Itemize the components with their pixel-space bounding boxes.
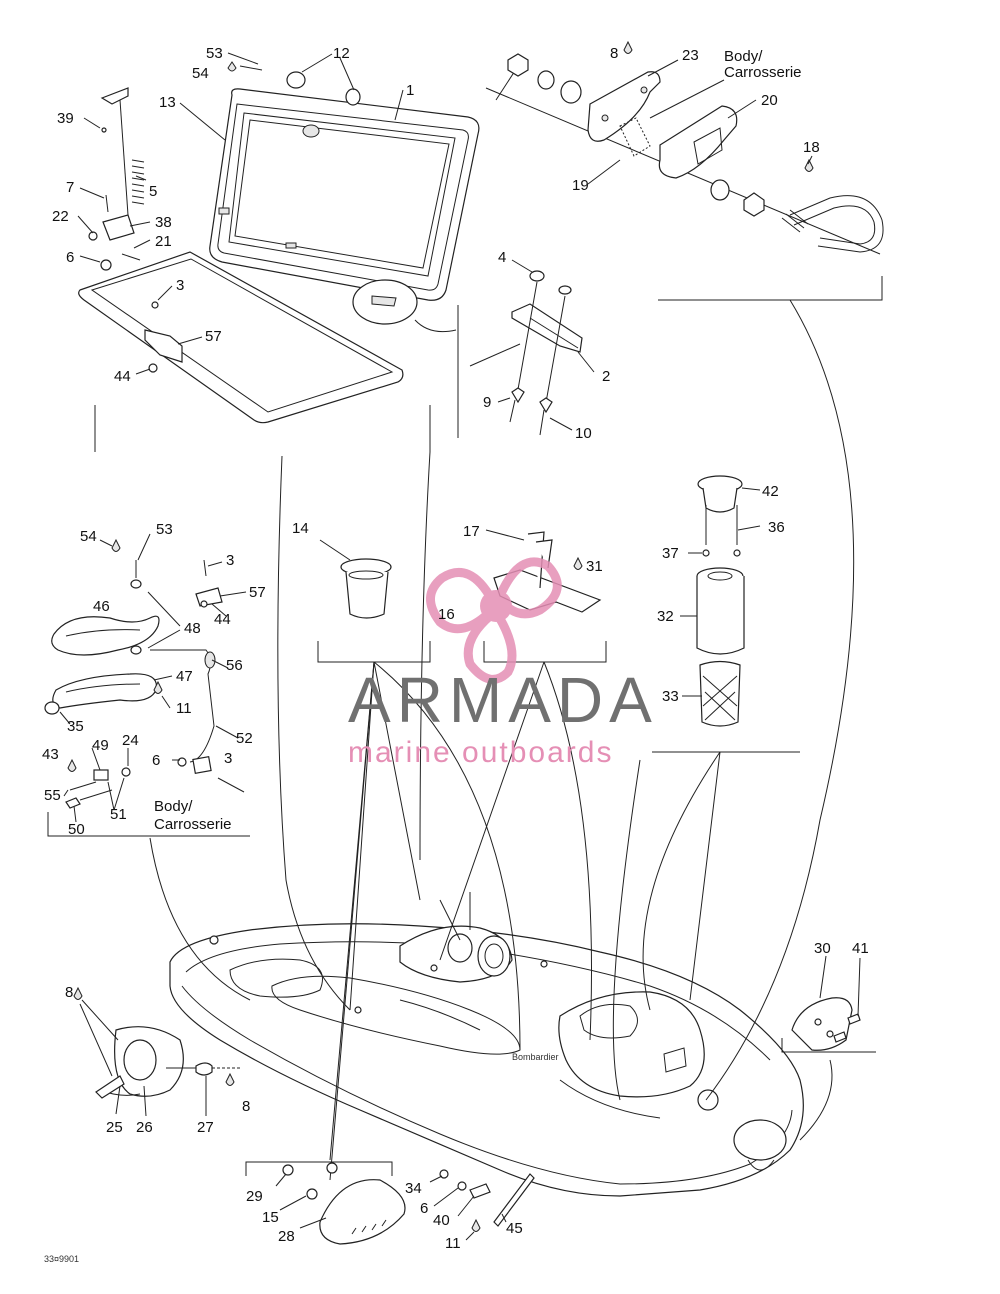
callout-20: 20 (761, 92, 778, 109)
callout-54-top: 54 (192, 65, 209, 82)
callout-6-left: 6 (152, 752, 160, 769)
bumper-assembly (781, 955, 876, 1141)
callout-25: 25 (106, 1119, 123, 1136)
callout-8-top: 8 (610, 45, 618, 62)
callout-57-left: 57 (249, 584, 266, 601)
bracket-assembly (469, 270, 583, 436)
callout-4: 4 (498, 249, 506, 266)
callout-26: 26 (136, 1119, 153, 1136)
callout-7: 7 (66, 179, 74, 196)
callout-10: 10 (575, 425, 592, 442)
callout-35: 35 (67, 718, 84, 735)
callout-13: 13 (159, 94, 176, 111)
callout-42: 42 (762, 483, 779, 500)
callout-55: 55 (44, 787, 61, 804)
callout-27: 27 (197, 1119, 214, 1136)
callout-11-left: 11 (176, 700, 192, 717)
oil-drop-icon (623, 40, 633, 54)
callout-53-left: 53 (156, 521, 173, 538)
callout-2: 2 (602, 368, 610, 385)
callout-22: 22 (52, 208, 69, 225)
callout-38: 38 (155, 214, 172, 231)
callout-57-top: 57 (205, 328, 222, 345)
callout-29: 29 (246, 1188, 263, 1205)
storage-cup-assembly (652, 475, 800, 753)
callout-54-left: 54 (80, 528, 97, 545)
leaders-top-right (587, 59, 813, 185)
callout-6-bottom: 6 (420, 1200, 428, 1217)
callout-5: 5 (149, 183, 157, 200)
seat-strap-assembly (44, 538, 250, 837)
callout-53-top: 53 (206, 45, 223, 62)
callout-11-bottom: 11 (445, 1235, 461, 1252)
routing-lines (149, 299, 855, 1181)
callout-3-strap: 3 (224, 750, 232, 767)
callout-21: 21 (155, 233, 172, 250)
leaders-top-left (77, 52, 459, 452)
callout-8-side: 8 (242, 1098, 250, 1115)
mount-plate (483, 529, 607, 663)
callout-40: 40 (433, 1212, 450, 1229)
callout-17: 17 (463, 523, 480, 540)
callout-39: 39 (57, 110, 74, 127)
bow-hardware (73, 986, 240, 1117)
leaders-left (59, 533, 247, 823)
watermark-brand: ARMADA (348, 664, 658, 736)
callout-41: 41 (852, 940, 869, 957)
callout-56: 56 (226, 657, 243, 674)
callout-51: 51 (110, 806, 127, 823)
callout-50: 50 (68, 821, 85, 838)
callout-34: 34 (405, 1180, 422, 1197)
drawing-code: 33¤9901 (44, 1254, 79, 1264)
callout-30: 30 (814, 940, 831, 957)
callout-47: 47 (176, 668, 193, 685)
callout-labels: 53 54 12 13 1 39 5 7 22 38 21 6 3 57 44 … (42, 40, 869, 1264)
leaders-mid (497, 259, 595, 431)
callout-12: 12 (333, 45, 350, 62)
armada-propeller-logo-icon (426, 557, 562, 684)
body-label-top-line1: Body/ (724, 48, 763, 65)
callout-49: 49 (92, 737, 109, 754)
callout-48: 48 (184, 620, 201, 637)
callout-44-top: 44 (114, 368, 131, 385)
body-label-top-line2: Carrosserie (724, 64, 802, 81)
callout-14: 14 (292, 520, 309, 537)
callout-9: 9 (483, 394, 491, 411)
watermark: ARMADA marine outboards (348, 557, 658, 769)
hatch-lid-assembly (78, 61, 480, 424)
callout-52: 52 (236, 730, 253, 747)
callout-3-left: 3 (226, 552, 234, 569)
callout-3-top: 3 (176, 277, 184, 294)
callout-44-left: 44 (214, 611, 231, 628)
callout-23: 23 (682, 47, 699, 64)
callout-37: 37 (662, 545, 679, 562)
callout-24: 24 (122, 732, 139, 749)
callout-31: 31 (586, 558, 603, 575)
callout-18: 18 (803, 139, 820, 156)
callout-1: 1 (406, 82, 414, 99)
callout-46: 46 (93, 598, 110, 615)
boat-hull: Bombardier (99, 892, 804, 1197)
bottom-hardware (245, 1161, 535, 1245)
watermark-tagline: marine outboards (348, 736, 613, 769)
callout-6-top: 6 (66, 249, 74, 266)
callout-32: 32 (657, 608, 674, 625)
callout-16: 16 (438, 606, 455, 623)
bow-eye-assembly (485, 53, 884, 301)
callout-36: 36 (768, 519, 785, 536)
hull-badge: Bombardier (512, 1052, 559, 1062)
callout-43: 43 (42, 746, 59, 763)
callout-33: 33 (662, 688, 679, 705)
callout-15: 15 (262, 1209, 279, 1226)
body-label-left-line1: Body/ (154, 798, 193, 815)
cup-holder (317, 539, 431, 663)
callout-19: 19 (572, 177, 589, 194)
body-label-left-line2: Carrosserie (154, 816, 232, 833)
callout-28: 28 (278, 1228, 295, 1245)
callout-8-bow: 8 (65, 984, 73, 1001)
callout-45: 45 (506, 1220, 523, 1237)
